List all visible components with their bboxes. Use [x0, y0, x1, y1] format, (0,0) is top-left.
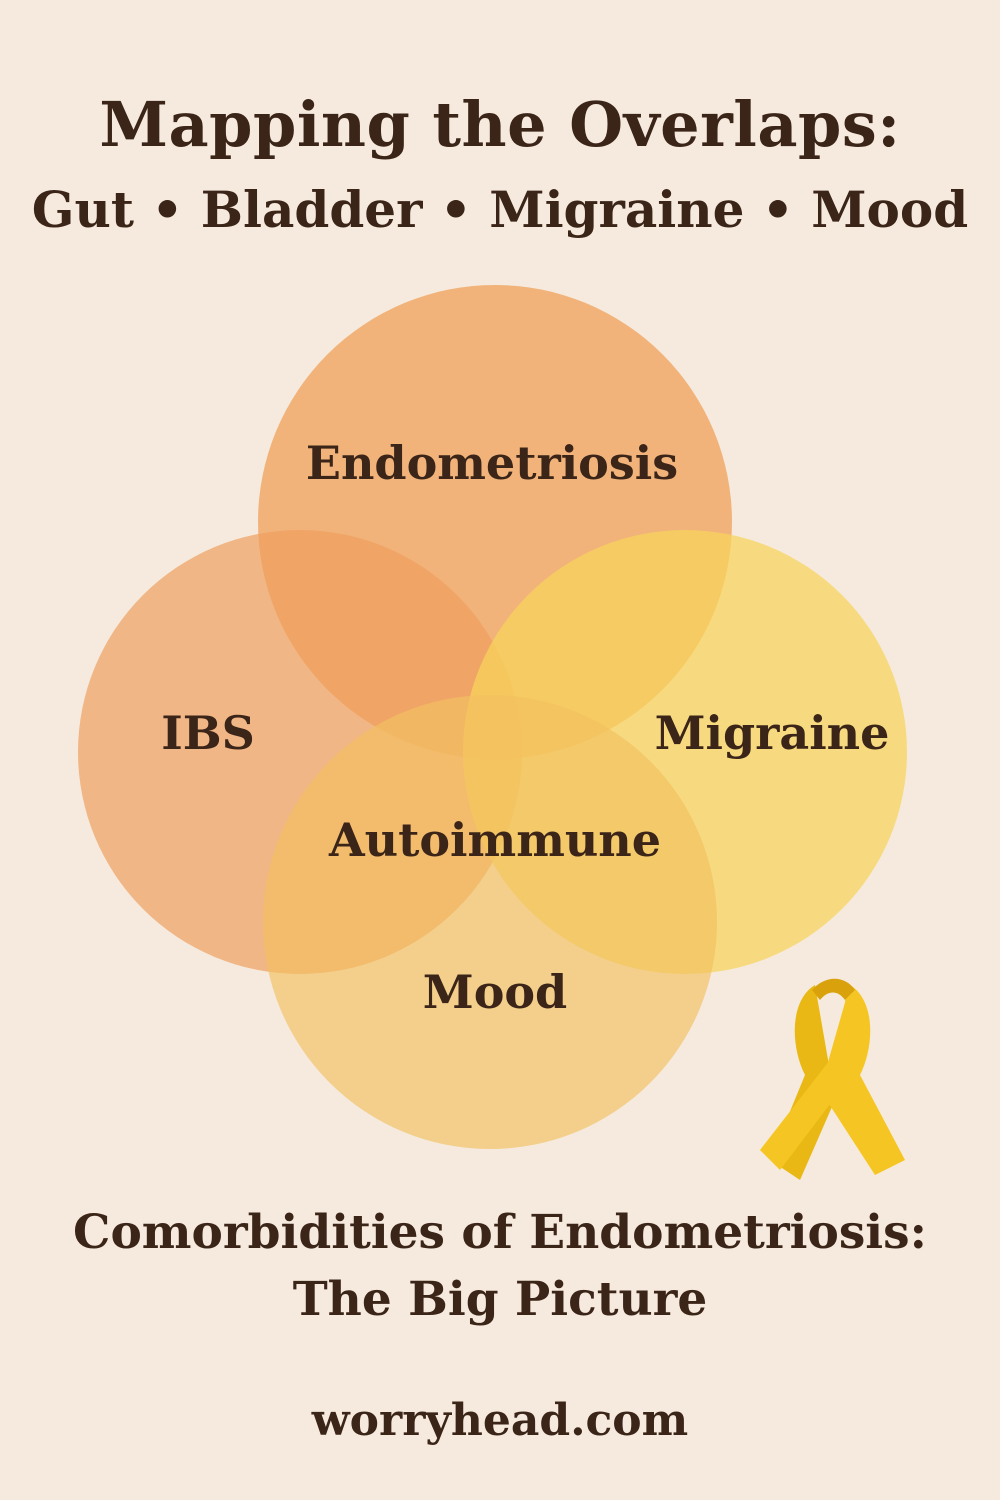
label-migraine: Migraine	[654, 706, 890, 760]
circle-mood	[263, 695, 717, 1149]
label-mood: Mood	[422, 965, 568, 1019]
label-endometriosis: Endometriosis	[305, 436, 679, 490]
page-subtitle: Gut • Bladder • Migraine • Mood	[31, 180, 969, 239]
site-url: worryhead.com	[311, 1395, 689, 1446]
label-autoimmune: Autoimmune	[328, 813, 662, 867]
label-ibs: IBS	[161, 706, 255, 760]
footer-heading: Comorbidities of Endometriosis:	[73, 1205, 927, 1260]
awareness-ribbon-icon	[760, 978, 905, 1180]
footer-subheading: The Big Picture	[292, 1272, 708, 1327]
page-title: Mapping the Overlaps:	[99, 88, 901, 161]
